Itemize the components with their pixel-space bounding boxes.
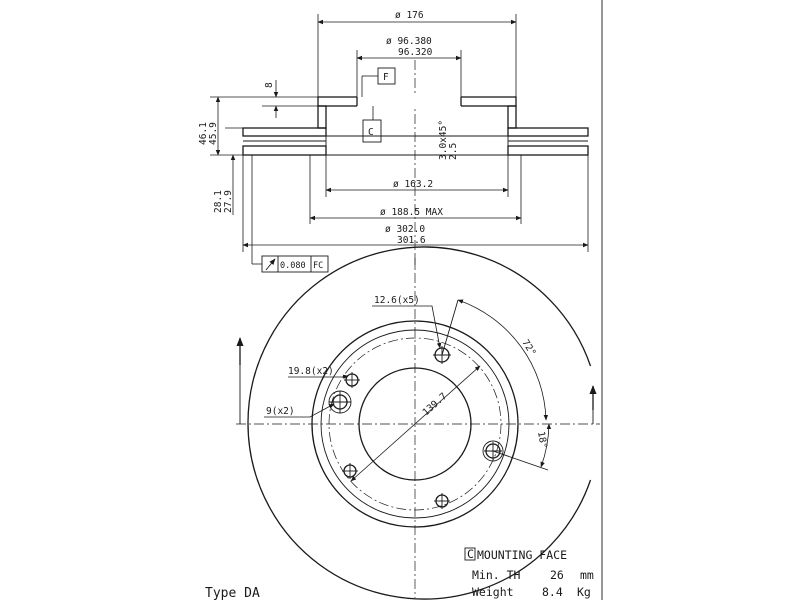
tolerance-value: 0.080: [280, 261, 306, 271]
angle-arc-72: [457, 299, 549, 421]
mounting-face-text: MOUNTING FACE: [477, 548, 567, 562]
chamfer-note-2: 2.5: [448, 143, 459, 160]
hat-right-wall: [507, 105, 517, 129]
datum-f-frame: [377, 67, 396, 85]
disc-outer-edge: [247, 246, 592, 600]
dim-bore-upper: ø 96.380: [386, 36, 432, 47]
mounting-face-marker-frame: [464, 547, 476, 561]
dim-pcd: 139.7: [421, 391, 450, 418]
label-small-holes: 9(x2): [266, 406, 295, 417]
friction-ring-right-lower: [507, 145, 589, 156]
datum-f-label: F: [383, 72, 389, 83]
datum-c-label: C: [368, 127, 374, 138]
dim-bore-lower: 96.320: [398, 47, 433, 58]
dim-inner-ring: ø 163.2: [393, 179, 433, 190]
datum-c-frame: [362, 119, 382, 143]
pcd-dimension-line: [350, 365, 481, 482]
dim-disc-upper: ø 302.0: [385, 224, 425, 235]
weight-label: Weight: [472, 585, 514, 599]
label-angle-72: 72°: [519, 338, 537, 358]
type-label: Type DA: [205, 586, 260, 600]
dim-thickness-upper: 28.1: [213, 190, 224, 213]
hat-left-wall: [317, 105, 327, 129]
friction-ring-left-upper: [242, 127, 327, 137]
min-thickness-unit: mm: [580, 568, 594, 582]
dim-height-upper: 46.1: [198, 122, 209, 145]
dim-vent-max: ø 188.5 MAX: [380, 207, 443, 218]
min-thickness-value: 26: [550, 568, 564, 582]
dim-disc-lower: 301.6: [397, 235, 426, 246]
dim-hat-thickness: 8: [264, 82, 275, 88]
runout-tolerance-frame: 0.080 FC: [261, 255, 329, 273]
mounting-face-marker: C: [467, 547, 474, 561]
label-angle-18: 18°: [535, 431, 549, 450]
runout-arrow-icon: [265, 258, 276, 271]
front-view: 139.7 12.6(x5) 19.8(x2) 9(x2) 72° 18°: [236, 246, 600, 600]
dim-thickness-lower: 27.9: [223, 190, 234, 213]
bolt-hole: [328, 390, 352, 414]
notes-block: C MOUNTING FACE Min. TH 26 mm Weight 8.4…: [205, 547, 594, 600]
min-thickness-label: Min. TH: [472, 568, 521, 582]
label-aux-holes: 19.8(x2): [288, 366, 334, 377]
section-view: ø 176 ø 96.380 96.320 F 8 46.1 45.9 28.1…: [198, 10, 589, 273]
bore-gap: [357, 96, 461, 107]
label-bolt-holes: 12.6(x5): [374, 295, 420, 306]
chamfer-note-1: 3.0x45°: [438, 120, 449, 160]
dim-hat-diameter: ø 176: [395, 10, 424, 21]
bolt-hole: [434, 493, 450, 509]
angle-arc-18: [540, 423, 552, 468]
weight-value: 8.4: [542, 585, 563, 599]
dim-height-lower: 45.9: [208, 122, 219, 145]
weight-unit: Kg: [577, 585, 591, 599]
tolerance-datum: FC: [313, 261, 323, 271]
aux-hole: [344, 372, 360, 388]
friction-ring-left-lower: [242, 145, 327, 156]
friction-ring-right-upper: [507, 127, 589, 137]
